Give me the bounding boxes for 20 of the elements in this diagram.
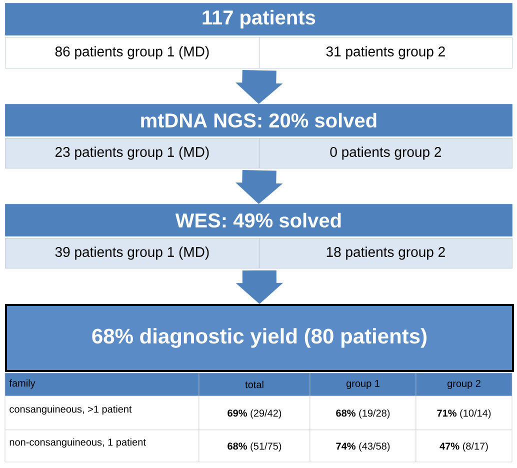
- table-header: family: [4, 372, 200, 396]
- table-header: group 2: [416, 372, 512, 396]
- count-cell: 31 patients group 2: [259, 37, 512, 68]
- table-cell: 47% (8/17): [416, 430, 512, 462]
- count-cell: 86 patients group 1 (MD): [5, 37, 260, 68]
- table-header: total: [198, 372, 310, 396]
- count-cell: 39 patients group 1 (MD): [5, 238, 260, 268]
- table-cell: 68% (19/28): [310, 396, 416, 430]
- table-cell: 71% (10/14): [416, 396, 512, 430]
- table-cell: consanguineous, >1 patient: [4, 396, 200, 430]
- table-cell: non-consanguineous, 1 patient: [4, 430, 200, 462]
- table-cell: 68% (51/75): [198, 430, 310, 462]
- result-box: 68% diagnostic yield (80 patients): [5, 304, 514, 372]
- count-cell: 0 patients group 2: [259, 138, 512, 168]
- table-cell: 69% (29/42): [198, 396, 310, 430]
- table-cell: 74% (43/58): [310, 430, 416, 462]
- count-cell: 18 patients group 2: [259, 238, 512, 268]
- table-header: group 1: [310, 372, 416, 396]
- stage-banner: 117 patients: [5, 3, 512, 36]
- count-cell: 23 patients group 1 (MD): [5, 138, 260, 168]
